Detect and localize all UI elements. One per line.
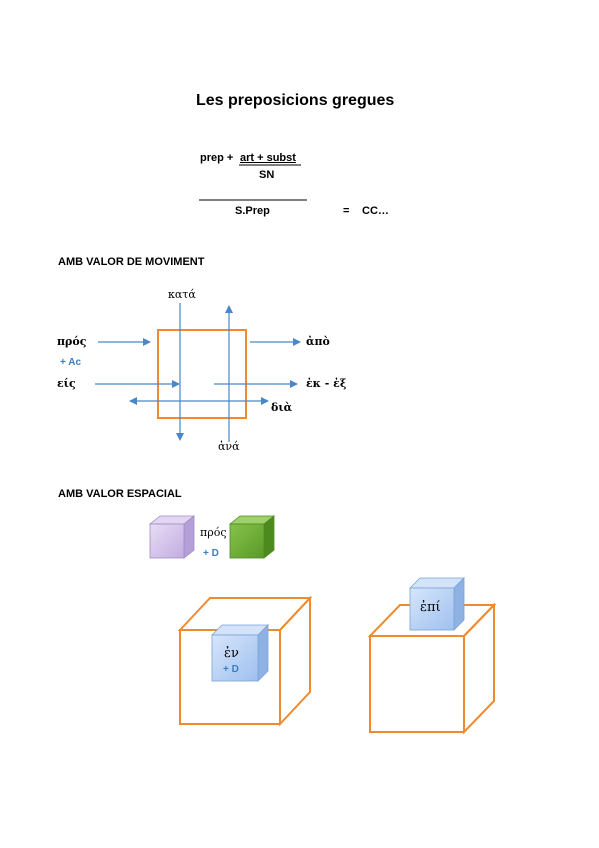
label-ana: ἀνά [218,440,240,453]
formula-cc: CC… [362,205,389,217]
label-kata: κατά [168,288,196,301]
formula-sn: SN [259,169,275,181]
label-ac: + Ac [60,357,82,368]
orange-cube-epi [367,602,497,735]
formula-sprep: S.Prep [235,205,270,217]
label-d-spatial: + D [203,548,219,559]
label-apo: ἀπὸ [306,335,330,348]
page-title: Les preposicions gregues [196,92,395,109]
section-espacial: AMB VALOR ESPACIAL [58,488,182,500]
label-pros-spatial: πρός [200,526,227,539]
label-ek: ἐκ - ἐξ [306,377,347,390]
formula-art-subst: art + subst [240,152,296,164]
label-epi: ἐπί [420,600,441,615]
blue-cube-en [211,624,269,682]
green-cube [228,515,276,559]
purple-cube [148,515,196,559]
label-pros: πρός [57,335,87,348]
label-dia: διὰ [271,401,293,414]
label-eis: είς [57,377,76,390]
blue-cube-epi [409,577,465,631]
label-d-en: + D [223,664,239,675]
formula-equals: = [343,205,350,217]
formula-prep: prep + [200,152,234,164]
movement-square [157,329,247,419]
section-moviment: AMB VALOR DE MOVIMENT [58,256,205,268]
label-en: ἐν [224,646,239,661]
